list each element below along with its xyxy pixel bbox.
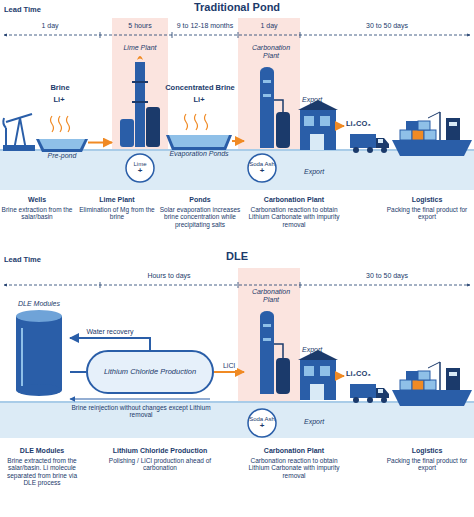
cyl-icon	[8, 308, 70, 398]
node-text: Lithium Chloride Production	[90, 368, 210, 377]
lead-time: 30 to 50 days	[300, 272, 474, 280]
lead-time: 9 to 12-18 months	[172, 22, 238, 30]
node-text: +	[138, 167, 143, 175]
step-text: Brine extraction from the salar/basin	[0, 206, 74, 221]
edge-label: Water recovery	[84, 328, 135, 336]
step-text: Brine extracted from the salar/basin. Li…	[0, 457, 84, 487]
step-heading: Carbonation Plant	[246, 447, 342, 455]
step-heading: Ponds	[158, 196, 242, 204]
node-text: DLE Modules	[8, 300, 70, 308]
step-heading: Carbonation Plant	[246, 196, 342, 204]
step-heading: DLE Modules	[0, 447, 84, 455]
ion-label: Li+	[184, 96, 214, 105]
ground-band	[0, 402, 474, 438]
step-heading: Lime Plant	[78, 196, 156, 204]
formula-label: Li₂CO₃	[346, 370, 382, 379]
step-heading: Logistics	[382, 196, 472, 204]
node-text: Carbonation Plant	[244, 44, 298, 60]
lead-time: Hours to days	[100, 272, 238, 280]
flow-arrow	[70, 371, 86, 373]
node-text: +	[260, 167, 265, 175]
flow-arrow	[88, 142, 112, 144]
node-text: Carbonation Plant	[244, 288, 298, 304]
lead-band	[238, 268, 300, 404]
step-heading: Logistics	[382, 447, 472, 455]
reinjection-note: Brine reinjection without changes except…	[66, 404, 216, 419]
step-text: Carbonation reaction to obtain Lithium C…	[246, 457, 342, 479]
section-title: DLE	[187, 250, 287, 263]
export-label: Export	[302, 96, 342, 104]
tower-icon	[112, 52, 168, 147]
step-text: Packing the final product for export	[382, 457, 472, 472]
pond-icon	[36, 138, 88, 152]
node-text: Pre-pond	[36, 152, 88, 160]
ion-label: Li+	[44, 96, 74, 105]
node-text: Lime Plant	[112, 44, 168, 52]
step-text: Packing the final product for export	[382, 206, 472, 221]
lead-time: 1 day	[238, 22, 300, 30]
lead-band	[238, 18, 300, 152]
pump-jack	[3, 114, 34, 150]
reinjection-arrow	[70, 398, 210, 399]
reagent-circle: Soda Ash+	[247, 153, 277, 183]
export-label: Export	[304, 168, 344, 176]
step-text: Elimination of Mg from the brine	[78, 206, 156, 221]
plant-icon	[244, 304, 298, 394]
node-text: +	[260, 422, 265, 430]
step-text: Carbonation reaction to obtain Lithium C…	[246, 206, 342, 228]
flow-arrow	[214, 371, 244, 373]
step-heading: Wells	[0, 196, 74, 204]
flow-arrow	[232, 140, 244, 142]
lead-time: 1 day	[0, 22, 100, 30]
lead-time: 5 hours	[112, 22, 168, 30]
node-text: Evaporation Ponds	[166, 150, 232, 158]
pre-pond: Pre-pond	[36, 138, 88, 160]
export-label: Export	[302, 346, 342, 354]
carbonation-plant: Carbonation Plant	[244, 44, 298, 148]
lead-time: 30 to 50 days	[300, 22, 474, 30]
step-text: Solar evaporation increases brine concen…	[158, 206, 242, 228]
lead-time-heading: Lead Time	[4, 256, 64, 265]
lead-time-heading: Lead Time	[4, 6, 64, 15]
edge-label: LiCl	[221, 362, 237, 370]
step-text: Polishing / LiCl production ahead of car…	[92, 457, 228, 472]
reagent-circle: Soda Ash+	[247, 408, 277, 438]
lead-band	[112, 18, 168, 152]
flow-label: Concentrated Brine	[164, 84, 236, 93]
pond-icon	[166, 134, 232, 150]
carbonation-plant: Carbonation Plant	[244, 288, 298, 394]
flow-arrow	[70, 338, 150, 350]
dle-module: DLE Modules	[8, 300, 70, 398]
lime-plant: Lime Plant	[112, 44, 168, 147]
reagent-circle: Lime+	[125, 153, 155, 183]
licl-tank: Lithium Chloride Production	[86, 350, 214, 394]
plant-icon	[244, 60, 298, 148]
flow-label: Brine	[40, 84, 80, 93]
section-title: Traditional Pond	[137, 1, 337, 14]
evaporation-ponds: Evaporation Ponds	[166, 134, 232, 158]
step-heading: Lithium Chloride Production	[92, 447, 228, 455]
export-label: Export	[304, 418, 344, 426]
formula-label: Li₂CO₃	[346, 120, 382, 129]
